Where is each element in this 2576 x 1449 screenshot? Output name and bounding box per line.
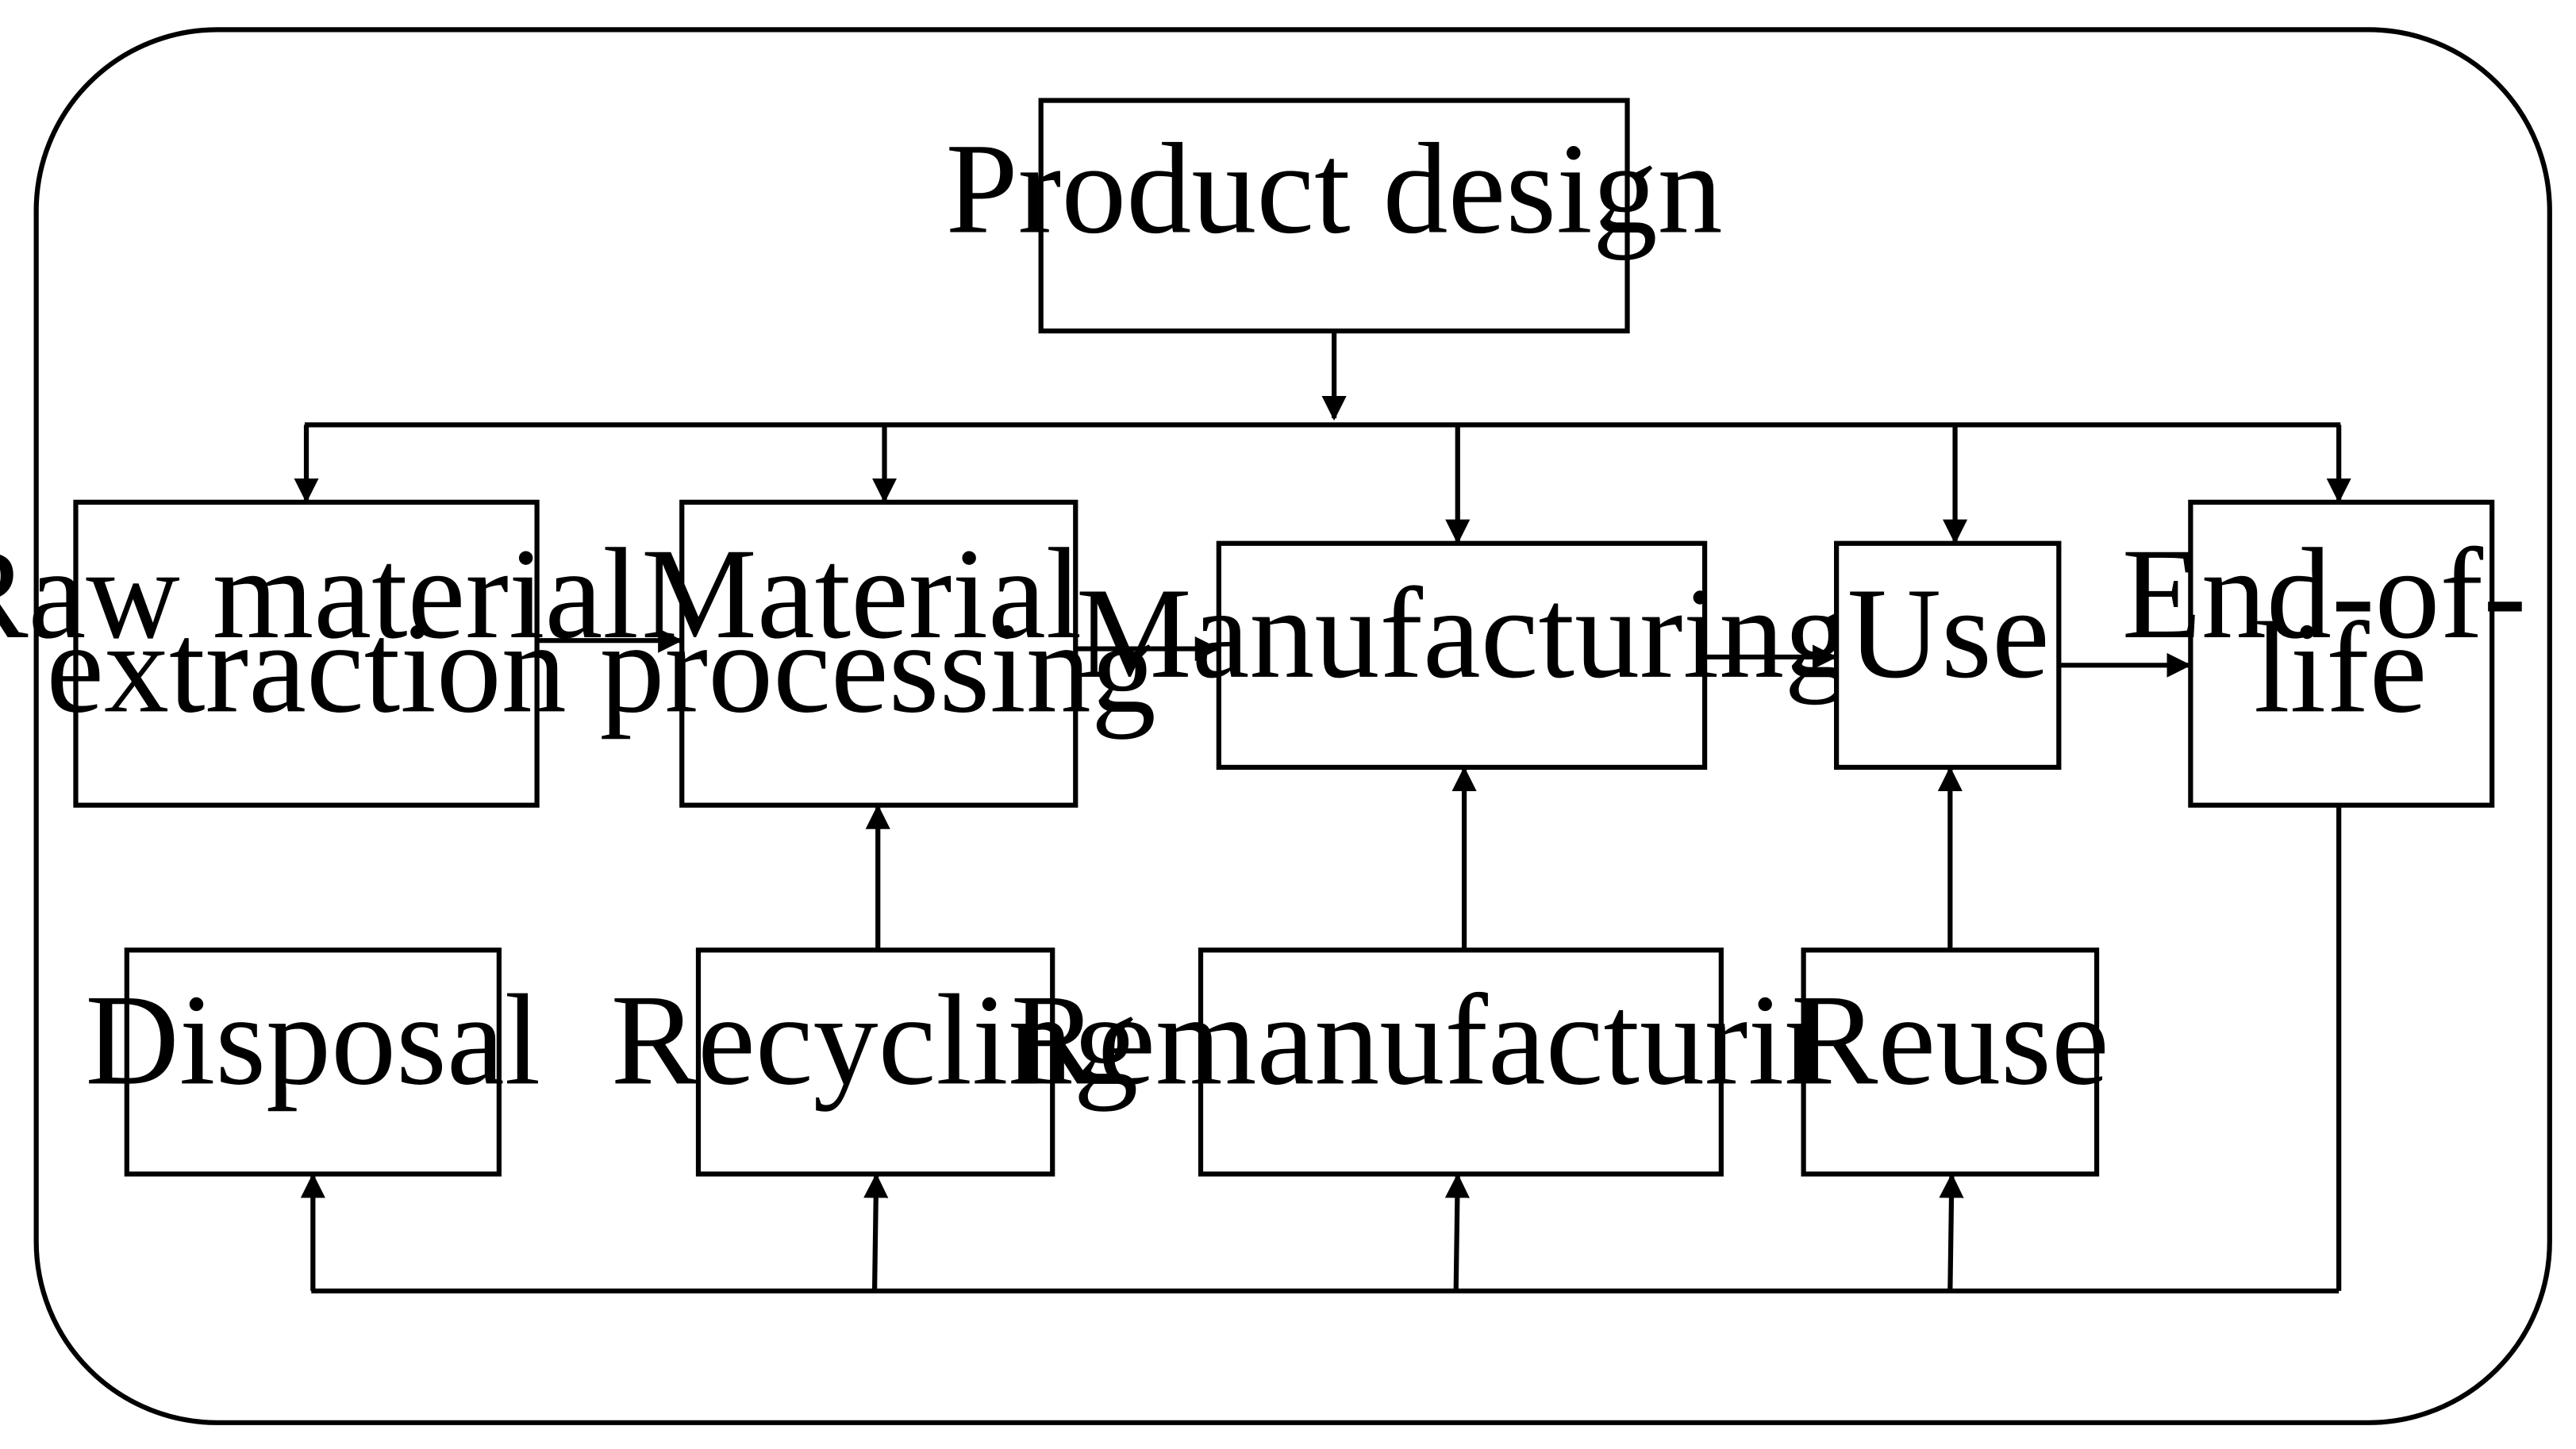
remanufacturing-box	[1198, 947, 1724, 1177]
disposal-box	[124, 947, 502, 1177]
material-processing-line-2: processing	[600, 596, 1156, 740]
node-raw-material-extraction: Raw material extraction	[0, 499, 671, 808]
bus-to-remanufacturing-arrow	[1444, 1173, 1470, 1291]
node-end-of-life: End-of- life	[2122, 499, 2559, 808]
node-material-processing: Material processing	[600, 499, 1156, 808]
use-label: Use	[1847, 562, 2050, 705]
end-of-life-line-1: End-of-	[2122, 522, 2527, 666]
material-processing-label: Material processing	[600, 522, 1156, 740]
remanufacturing-label: Remanufacturing	[1011, 968, 1914, 1112]
raw-material-extraction-line-2: extraction	[46, 596, 567, 740]
material-processing-box	[679, 499, 1078, 808]
bus-to-reuse-arrow	[1939, 1173, 1964, 1291]
end-of-life-line-2: life	[2254, 596, 2427, 740]
raw-material-extraction-box	[73, 499, 540, 808]
manufacturing-label: Manufacturing	[1076, 562, 1849, 705]
node-use: Use	[1834, 540, 2062, 771]
use-box	[1834, 540, 2062, 771]
bus-to-recycling-arrow	[863, 1173, 889, 1291]
end-of-life-box	[2188, 499, 2495, 808]
disposal-label: Disposal	[85, 968, 540, 1112]
node-product-design: Product design	[946, 98, 1723, 334]
material-processing-line-1: Material	[641, 522, 1082, 666]
reuse-label: Reuse	[1791, 968, 2109, 1112]
end-of-life-label: End-of- life	[2122, 522, 2559, 740]
product-design-label: Product design	[946, 117, 1723, 261]
reuse-box	[1801, 947, 2100, 1177]
raw-material-extraction-line-1: Raw material	[0, 522, 639, 666]
node-reuse: Reuse	[1791, 947, 2109, 1177]
node-disposal: Disposal	[85, 947, 540, 1177]
recycling-label: Recycling	[611, 968, 1139, 1112]
node-remanufacturing: Remanufacturing	[1011, 947, 1914, 1177]
raw-material-extraction-label: Raw material extraction	[0, 522, 671, 740]
outer-frame	[33, 27, 2552, 1425]
